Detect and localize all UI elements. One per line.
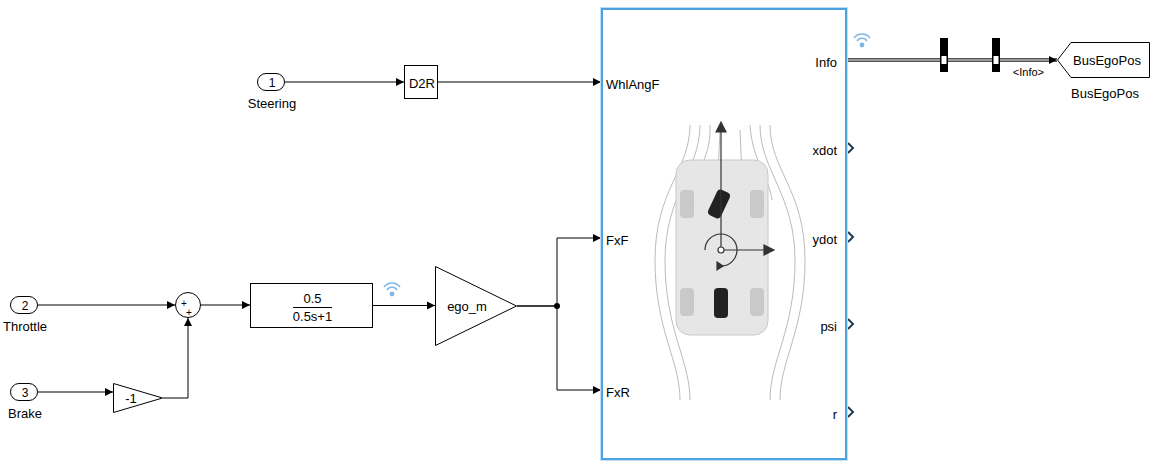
arrowhead (593, 386, 601, 394)
signal-line (517, 234, 601, 306)
signal-line (201, 301, 250, 309)
vehicle-axes (705, 122, 774, 270)
inport: 3Brake (10, 383, 38, 401)
block-label: 0.5 (303, 291, 321, 306)
block-label: r (833, 407, 837, 422)
block-label: ego_m (447, 299, 487, 314)
signal-line (38, 388, 113, 396)
bus-selector-bar (940, 38, 1000, 72)
arrowhead (1049, 56, 1057, 64)
block-label: 2 (22, 299, 29, 314)
block-label: 0.5s+1 (293, 307, 332, 324)
block-label: 3 (22, 386, 29, 401)
arrowhead (593, 78, 601, 86)
block-label: xdot (812, 143, 837, 158)
transfer-function: 0.50.5s+1 (250, 283, 373, 328)
block-label: BusEgoPos (1073, 53, 1141, 68)
arrowhead (242, 301, 250, 309)
arrowhead (396, 78, 404, 86)
signal-label: <Info> (1012, 65, 1045, 80)
block-label: ydot (812, 232, 837, 247)
inport: 1Steering (257, 73, 285, 91)
block-label: D2R (409, 76, 435, 91)
block-label: Info (815, 55, 837, 70)
block-label: Throttle (3, 319, 47, 334)
output-port (848, 143, 853, 417)
arrowhead (167, 301, 175, 309)
block-label: + (181, 296, 187, 311)
block-label: WhlAngF (606, 77, 659, 92)
block-label: 1 (269, 76, 276, 91)
block-label: BusEgoPos (1071, 86, 1139, 101)
gain-block: ego_m (435, 266, 517, 346)
block-label: + (186, 305, 192, 320)
signal-line (373, 302, 435, 310)
signal-line (438, 78, 601, 86)
gain-triangle (113, 383, 163, 413)
arrowhead (105, 388, 113, 396)
block-label: FxF (606, 233, 628, 248)
block-label: psi (820, 319, 837, 334)
signal-line (517, 306, 601, 394)
signal-line (38, 301, 175, 309)
block-label: Steering (248, 96, 296, 111)
signal-line (163, 318, 192, 398)
gain-block: -1 (113, 383, 163, 413)
inport: 2Throttle (10, 296, 38, 314)
signal-line (847, 56, 1057, 64)
arrowhead (593, 234, 601, 242)
signal-line (285, 78, 404, 86)
arrowhead (184, 318, 192, 326)
block-label: -1 (125, 391, 137, 406)
vehicle-icon (655, 125, 805, 400)
sum-block: ++ (175, 292, 201, 318)
goto-block: BusEgoPosBusEgoPos (1057, 42, 1150, 78)
function-block: D2R (404, 65, 438, 99)
block-label: Brake (8, 406, 42, 421)
arrowhead (427, 302, 435, 310)
block-label: FxR (606, 385, 630, 400)
logging-icon (384, 34, 870, 296)
vehicle-model-block: WhlAngF FxF FxR Info xdot ydot psi r (601, 8, 847, 460)
